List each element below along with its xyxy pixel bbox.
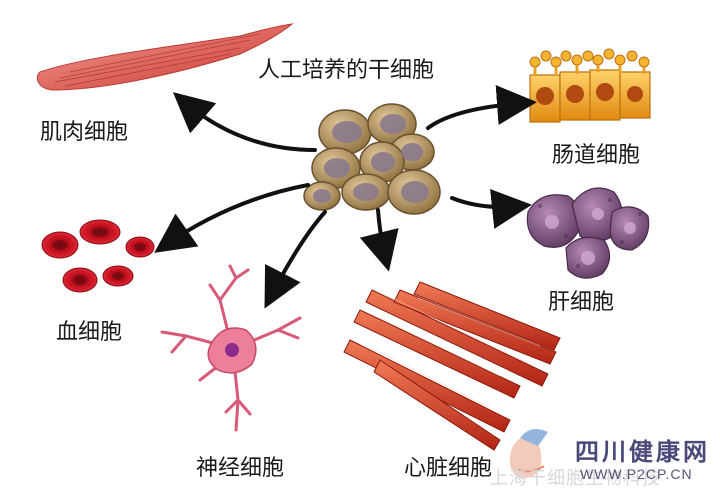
- arrow-to-intestinal: [426, 85, 537, 130]
- muscle-cell-illustration: [36, 23, 294, 91]
- watermark-site-name: 四川健康网: [575, 439, 710, 466]
- label-nerve-cell: 神经细胞: [196, 456, 285, 481]
- arrow-to-blood: [154, 183, 310, 253]
- nerve-cell-illustration: [160, 264, 302, 432]
- arrow-to-muscle: [172, 92, 317, 152]
- arrow-to-nerve: [264, 210, 327, 309]
- cardiac-cell-illustration: [343, 281, 561, 451]
- label-muscle-cell: 肌肉细胞: [40, 120, 129, 145]
- watermark-overlay-text: 上海干细胞生物科技: [490, 468, 661, 488]
- intestinal-cell-illustration: [529, 48, 651, 123]
- label-liver-cell: 肝细胞: [548, 290, 615, 315]
- arrow-to-cardiac: [359, 208, 399, 272]
- site-logo-bird-icon: [509, 429, 548, 478]
- label-blood-cell: 血细胞: [56, 320, 123, 345]
- title-label: 人工培养的干细胞: [258, 58, 435, 83]
- stem-cell-cluster-illustration: [303, 103, 441, 215]
- liver-cell-illustration: [526, 187, 650, 279]
- arrows: [154, 85, 537, 309]
- label-cardiac-cell: 心脏细胞: [404, 456, 493, 481]
- watermark-site-url: WWW.P2CP.CN: [580, 466, 693, 482]
- arrow-to-liver: [450, 189, 532, 229]
- blood-cell-illustration: [41, 219, 155, 293]
- label-intestinal-cell: 肠道细胞: [552, 143, 641, 168]
